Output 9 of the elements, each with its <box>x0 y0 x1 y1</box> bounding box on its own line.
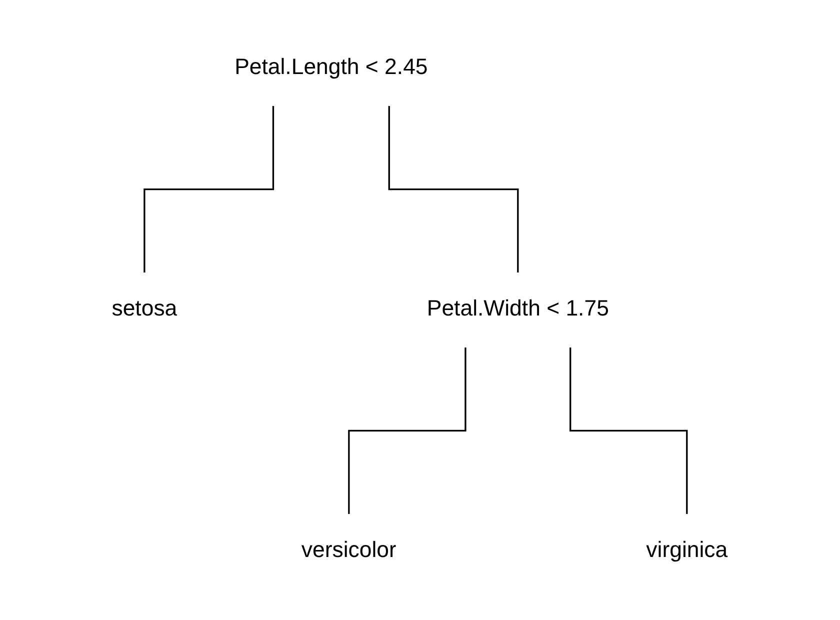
node-text: setosa <box>112 298 178 322</box>
node-text: Petal.Length < 2.45 <box>234 56 428 80</box>
node-text: virginica <box>646 538 728 563</box>
connector <box>570 347 688 515</box>
connector <box>388 106 520 274</box>
connector <box>144 106 274 274</box>
node-text: versicolor <box>302 538 397 563</box>
node-text: Petal.Width < 1.75 <box>427 298 610 322</box>
connector <box>348 347 467 515</box>
